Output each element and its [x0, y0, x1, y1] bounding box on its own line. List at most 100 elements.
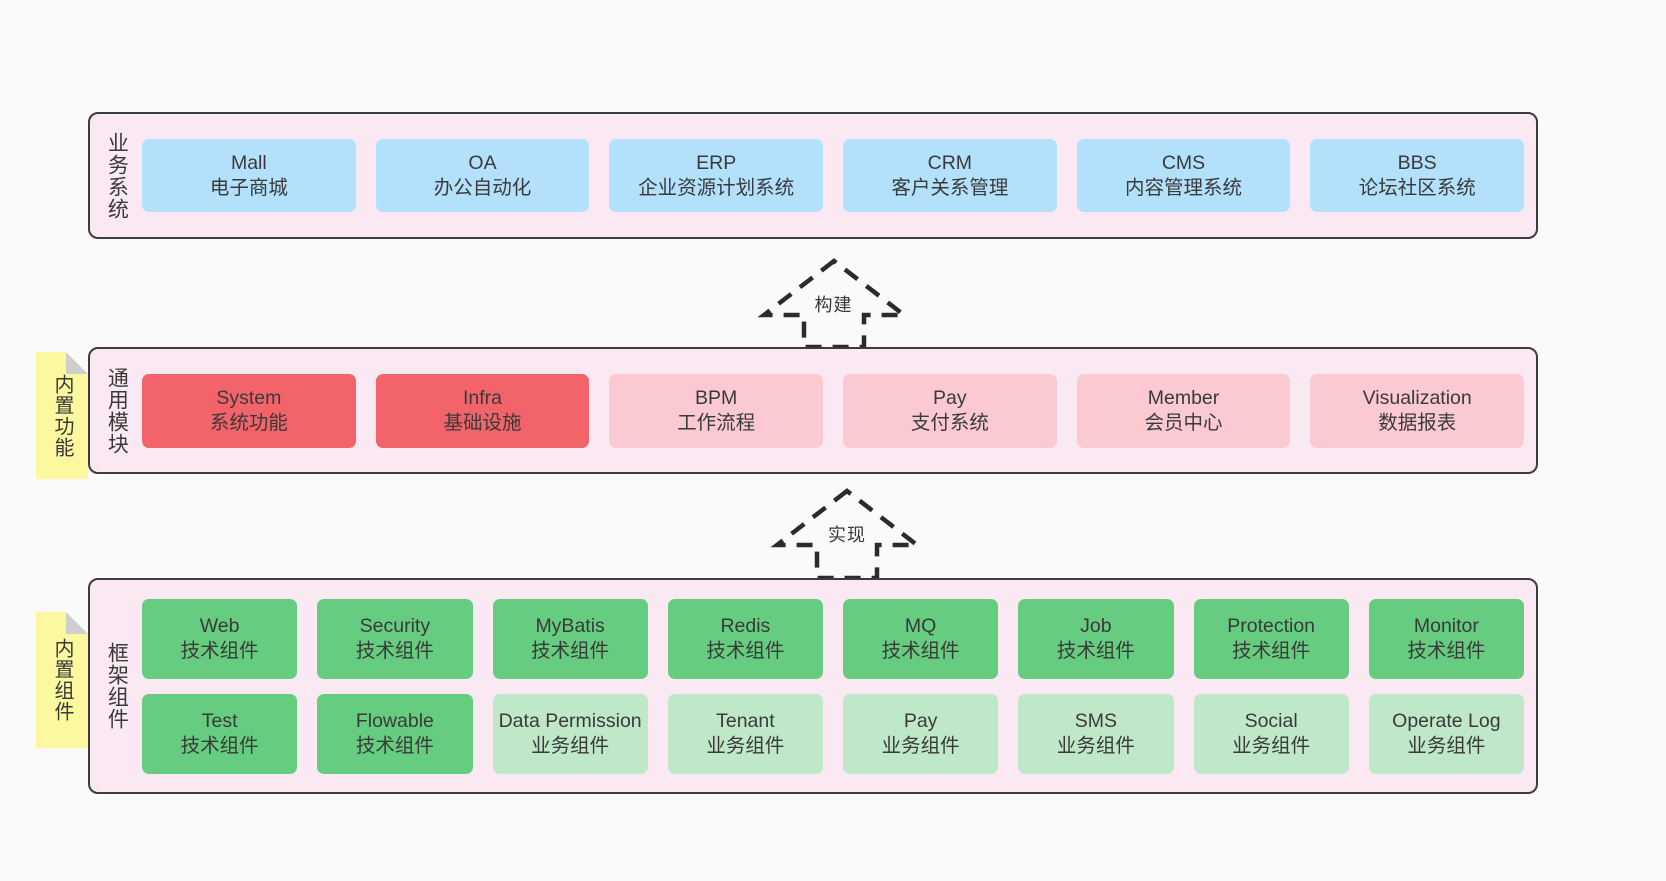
node-title-cn: 办公自动化	[433, 176, 532, 199]
node-title-cn: 数据报表	[1378, 411, 1457, 434]
node-title-cn: 工作流程	[677, 411, 756, 434]
node-title-en: Protection	[1227, 615, 1316, 638]
node-title-en: CRM	[927, 152, 973, 175]
node-operate-log[interactable]: Operate Log 业务组件	[1368, 693, 1524, 774]
node-flowable[interactable]: Flowable 技术组件	[317, 693, 473, 774]
node-title-cn: 技术组件	[355, 734, 434, 757]
layer-row: System 系统功能 Infra 基础设施 BPM 工作流程 Pay 支付系统…	[142, 373, 1525, 448]
node-title-en: Test	[201, 710, 238, 733]
node-title-en: OA	[468, 152, 497, 175]
node-title-en: System	[216, 387, 282, 410]
node-title-en: Member	[1147, 387, 1220, 410]
node-title-en: Visualization	[1362, 387, 1472, 410]
node-title-cn: 业务组件	[881, 734, 960, 757]
node-title-cn: 论坛社区系统	[1358, 176, 1476, 199]
node-title-en: Data Permission	[498, 710, 642, 733]
layer-row: Mall 电子商城 OA 办公自动化 ERP 企业资源计划系统 CRM 客户关系…	[142, 139, 1525, 212]
node-bbs[interactable]: BBS 论坛社区系统	[1310, 139, 1525, 212]
node-title-en: BBS	[1397, 152, 1437, 175]
node-title-cn: 技术组件	[706, 639, 785, 662]
layer-business-systems[interactable]: 业务系统 Mall 电子商城 OA 办公自动化 ERP 企业资源计划系统 CRM…	[88, 112, 1538, 239]
layer-row: Test 技术组件 Flowable 技术组件 Data Permission …	[142, 693, 1524, 774]
node-mall[interactable]: Mall 电子商城	[142, 139, 356, 212]
node-sms[interactable]: SMS 业务组件	[1018, 693, 1174, 774]
node-title-cn: 技术组件	[180, 639, 259, 662]
node-title-en: Infra	[462, 387, 503, 410]
node-title-cn: 基础设施	[443, 411, 522, 434]
layer-title-common-modules: 通用模块	[105, 366, 129, 455]
node-test[interactable]: Test 技术组件	[142, 693, 298, 774]
node-title-en: Redis	[720, 615, 771, 638]
note-builtin-component[interactable]: 内置组件	[36, 612, 88, 748]
node-title-en: CMS	[1161, 152, 1206, 175]
node-title-cn: 业务组件	[1232, 734, 1311, 757]
node-mybatis[interactable]: MyBatis 技术组件	[492, 598, 648, 679]
node-protection[interactable]: Protection 技术组件	[1193, 598, 1349, 679]
arrow-implement-label: 实现	[828, 525, 866, 545]
node-job[interactable]: Job 技术组件	[1018, 598, 1174, 679]
node-mq[interactable]: MQ 技术组件	[843, 598, 999, 679]
layer-row: Web 技术组件 Security 技术组件 MyBatis 技术组件 Redi…	[142, 598, 1524, 679]
node-system[interactable]: System 系统功能	[142, 373, 356, 448]
node-title-en: Pay	[933, 387, 967, 410]
node-title-cn: 会员中心	[1144, 411, 1223, 434]
arrow-build-icon	[756, 258, 911, 350]
node-title-en: Security	[359, 615, 431, 638]
node-title-cn: 技术组件	[531, 639, 610, 662]
node-title-cn: 业务组件	[1056, 734, 1135, 757]
node-title-en: MQ	[904, 615, 937, 638]
node-title-en: Mall	[230, 152, 267, 175]
node-title-cn: 电子商城	[209, 176, 288, 199]
layer-title-framework-components: 框架组件	[105, 642, 129, 730]
arrow-build: 构建	[749, 255, 919, 350]
note-fold-corner-icon	[66, 352, 88, 374]
node-title-cn: 系统功能	[209, 411, 288, 434]
node-title-cn: 技术组件	[881, 639, 960, 662]
node-title-cn: 技术组件	[180, 734, 259, 757]
node-pay-business[interactable]: Pay 业务组件	[843, 693, 999, 774]
layer-common-modules[interactable]: 通用模块 System 系统功能 Infra 基础设施 BPM 工作流程 Pay…	[88, 347, 1538, 474]
arrow-implement: 实现	[762, 485, 932, 581]
node-title-en: SMS	[1074, 710, 1117, 733]
node-title-cn: 技术组件	[1232, 639, 1311, 662]
node-web[interactable]: Web 技术组件	[142, 598, 298, 679]
layer-body-business-systems: Mall 电子商城 OA 办公自动化 ERP 企业资源计划系统 CRM 客户关系…	[142, 114, 1536, 237]
node-title-en: Social	[1244, 710, 1298, 733]
node-visualization[interactable]: Visualization 数据报表	[1310, 373, 1525, 448]
node-title-en: ERP	[696, 152, 737, 175]
node-title-cn: 业务组件	[531, 734, 610, 757]
node-data-permission[interactable]: Data Permission 业务组件	[492, 693, 648, 774]
node-pay[interactable]: Pay 支付系统	[843, 373, 1057, 448]
node-tenant[interactable]: Tenant 业务组件	[667, 693, 823, 774]
node-title-en: Monitor	[1413, 615, 1479, 638]
layer-framework-components[interactable]: 框架组件 Web 技术组件 Security 技术组件 MyBatis 技术组件…	[88, 578, 1538, 794]
note-builtin-function[interactable]: 内置功能	[36, 352, 88, 479]
node-title-en: Tenant	[716, 710, 775, 733]
node-oa[interactable]: OA 办公自动化	[375, 139, 590, 212]
node-social[interactable]: Social 业务组件	[1193, 693, 1349, 774]
node-title-en: MyBatis	[535, 615, 605, 638]
node-bpm[interactable]: BPM 工作流程	[609, 373, 824, 448]
node-title-cn: 技术组件	[355, 639, 434, 662]
node-infra[interactable]: Infra 基础设施	[375, 373, 590, 448]
node-title-cn: 客户关系管理	[891, 176, 1009, 199]
node-title-en: Flowable	[355, 710, 434, 733]
node-title-en: Job	[1080, 615, 1112, 638]
arrow-build-label: 构建	[814, 295, 853, 315]
node-cms[interactable]: CMS 内容管理系统	[1076, 139, 1291, 212]
node-title-en: Operate Log	[1392, 710, 1501, 733]
node-title-en: Web	[199, 615, 240, 638]
note-fold-corner-icon	[66, 612, 88, 634]
note-builtin-component-label: 内置组件	[51, 638, 73, 722]
node-erp[interactable]: ERP 企业资源计划系统	[609, 139, 824, 212]
node-redis[interactable]: Redis 技术组件	[667, 598, 823, 679]
node-monitor[interactable]: Monitor 技术组件	[1368, 598, 1524, 679]
node-security[interactable]: Security 技术组件	[317, 598, 473, 679]
node-crm[interactable]: CRM 客户关系管理	[843, 139, 1057, 212]
layer-body-framework-components: Web 技术组件 Security 技术组件 MyBatis 技术组件 Redi…	[142, 580, 1536, 792]
node-title-en: BPM	[695, 387, 738, 410]
note-builtin-function-label: 内置功能	[51, 373, 73, 458]
layer-body-common-modules: System 系统功能 Infra 基础设施 BPM 工作流程 Pay 支付系统…	[142, 349, 1536, 472]
node-member[interactable]: Member 会员中心	[1076, 373, 1291, 448]
node-title-cn: 业务组件	[1407, 734, 1486, 757]
